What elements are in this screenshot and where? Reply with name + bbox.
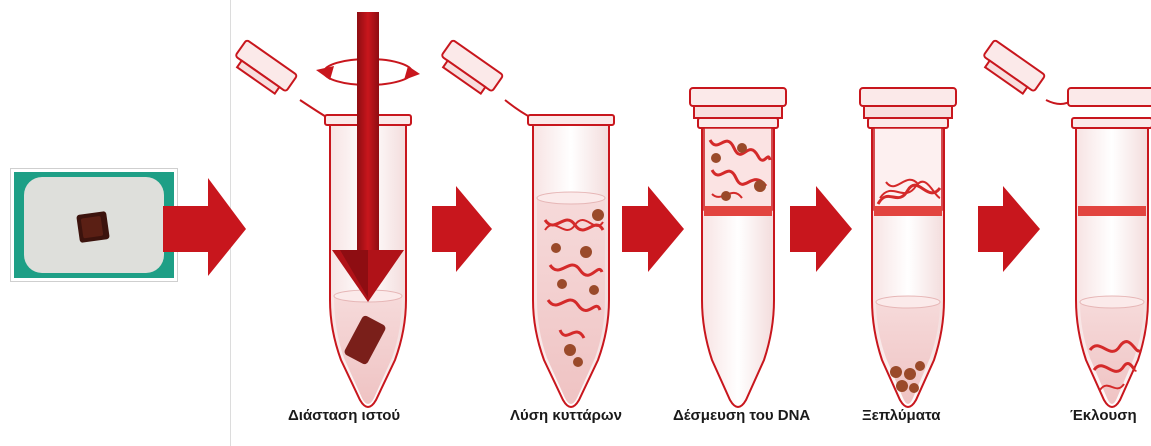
arrow-step4-to-step5 bbox=[978, 186, 1040, 272]
step-label-dna-binding: Δέσμευση του DNA bbox=[673, 407, 810, 424]
arrow-step1-to-step2 bbox=[432, 186, 492, 272]
step-label-washes: Ξεπλύματα bbox=[862, 407, 940, 424]
tube-homogenisation bbox=[231, 12, 420, 407]
step-label-elution: Έκλουση bbox=[1070, 407, 1137, 424]
arrow-step2-to-step3 bbox=[622, 186, 684, 272]
tube-dna-binding bbox=[690, 88, 786, 407]
arrow-photo-to-step1 bbox=[163, 178, 246, 276]
tube-washes bbox=[860, 88, 956, 407]
arrow-step3-to-step4 bbox=[790, 186, 852, 272]
step-label-homogenisation: Διάσταση ιστού bbox=[288, 407, 400, 424]
step-label-lysis: Λύση κυττάρων bbox=[510, 407, 622, 424]
